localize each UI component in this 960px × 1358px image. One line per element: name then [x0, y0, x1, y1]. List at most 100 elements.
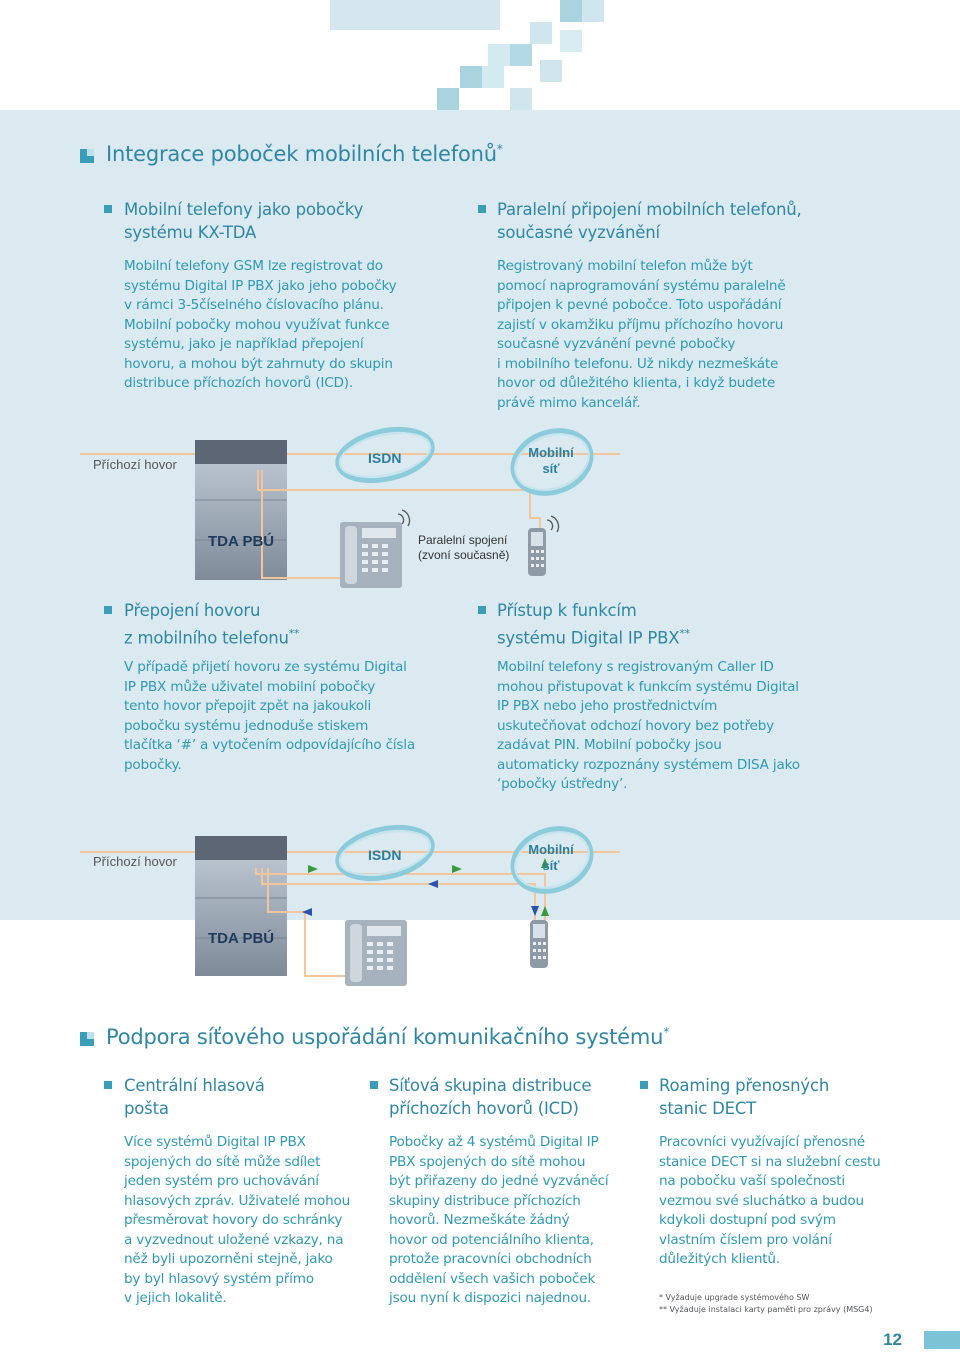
- subheading-parallel: Paralelní připojení mobilních telefonů, …: [497, 198, 802, 244]
- text-line: hovoru, a mohou být zahrnuty do skupin: [124, 355, 393, 372]
- desk-phone-icon: [345, 920, 407, 986]
- text-line: skupiny distribuce příchozích: [389, 1192, 581, 1209]
- text-line: hlasových zpráv. Uživatelé mohou: [124, 1192, 351, 1209]
- diagram-transfer: Příchozí hovor ISDN Mobilní síť TDA PBÚ: [0, 808, 960, 988]
- subheading-voicemail: Centrální hlasová pošta: [124, 1074, 265, 1120]
- text-line: v jejich lokalitě.: [124, 1290, 227, 1306]
- label-incoming-call: Příchozí hovor: [93, 854, 177, 869]
- subheading-bullet: [104, 606, 112, 614]
- text-line: vezmou své sluchátko a budou: [659, 1192, 864, 1209]
- subheading-bullet: [478, 205, 486, 213]
- subheading-icd: Síťová skupina distribuce příchozích hov…: [389, 1074, 592, 1120]
- text-line: pomocí naprogramování systému paralelně: [497, 277, 786, 294]
- subheading-line: současné vyzvánění: [497, 223, 660, 242]
- decorative-squares: [0, 0, 960, 110]
- section-heading-text: Podpora síťového uspořádání komunikačníh…: [106, 1025, 664, 1049]
- text-line: V případě přijetí hovoru ze systému Digi…: [124, 659, 407, 675]
- mobile-network-ring-icon: [510, 428, 594, 496]
- paragraph-voicemail: Více systémů Digital IP PBX spojených do…: [124, 1133, 350, 1309]
- text-line: pobočky.: [124, 756, 182, 773]
- text-line: ‘pobočky ústředny’.: [497, 776, 628, 792]
- subheading-dect: Roaming přenosných stanic DECT: [659, 1074, 829, 1120]
- subheading-line: pošta: [124, 1099, 169, 1118]
- text-line: distribuce příchozích hovorů (ICD).: [124, 375, 354, 391]
- footnote: ** Vyžaduje instalaci karty paměti pro z…: [659, 1305, 873, 1314]
- footnotes: * Vyžaduje upgrade systémového SW ** Vyž…: [659, 1292, 873, 1316]
- subheading-mobile-extensions: Mobilní telefony jako pobočky systému KX…: [124, 198, 363, 244]
- text-line: kdykoli dostupní pod svým: [659, 1212, 836, 1228]
- label-incoming-call: Příchozí hovor: [93, 457, 177, 472]
- text-line: PBX spojených do sítě mohou: [389, 1153, 586, 1170]
- text-line: protože pracovníci obchodních: [389, 1251, 592, 1267]
- text-line: na pobočku vaší společnosti: [659, 1173, 845, 1189]
- diagram-svg: Příchozí hovor ISDN Mobilní síť TDA PBÚ: [80, 824, 620, 986]
- mobile-network-ring-icon: [510, 826, 594, 894]
- text-line: důležitých klientů.: [659, 1251, 780, 1267]
- label-mobile-network: síť: [542, 858, 560, 873]
- text-line: v rámci 3-5číselného číslovacího plánu.: [124, 297, 384, 313]
- text-line: by byl hlasový systém přímo: [124, 1270, 314, 1287]
- text-line: hovorů. Nezmeškáte žádný: [389, 1212, 570, 1228]
- text-line: připojen k pevné pobočce. Toto uspořádán…: [497, 297, 782, 313]
- mobile-phone-icon: [528, 528, 546, 576]
- subheading-line: z mobilního telefonu**: [124, 622, 300, 650]
- paragraph-dect: Pracovníci využívající přenosné stanice …: [659, 1133, 881, 1270]
- page-number: 12: [883, 1330, 902, 1349]
- subheading-line: systému Digital IP PBX**: [497, 622, 690, 650]
- label-mobile-network: Mobilní: [528, 445, 574, 460]
- subheading-line: stanic DECT: [659, 1099, 757, 1118]
- subheading-mark: **: [288, 627, 300, 640]
- text-line: tlačítka ‘#’ a vytočením odpovídajícího …: [124, 737, 416, 753]
- background-band: [0, 110, 960, 920]
- subheading-line: Síťová skupina distribuce: [389, 1076, 592, 1095]
- section-heading-mobile: Integrace poboček mobilních telefonů*: [106, 142, 503, 166]
- text-line: tento hovor přepojit zpět na jakoukoli: [124, 698, 372, 714]
- text-line: přesměrovat hovory do schránky: [124, 1212, 343, 1228]
- mobile-phone-icon: [530, 920, 548, 968]
- text-line: Registrovaný mobilní telefon může být: [497, 258, 753, 274]
- label-pbx: TDA PBÚ: [208, 929, 274, 947]
- text-line: pobočku systému jednoduše stiskem: [124, 717, 369, 734]
- text-line: i mobilního telefonu. Už nikdy nezmeškát…: [497, 355, 779, 372]
- text-line: vlastním číslem pro volání: [659, 1231, 832, 1248]
- text-line: Mobilní pobočky mohou využívat funkce: [124, 316, 390, 333]
- subheading-line: Mobilní telefony jako pobočky: [124, 200, 364, 219]
- text-line: IP PBX nebo jeho prostřednictvím: [497, 698, 718, 714]
- text-line: Pracovníci využívající přenosné: [659, 1134, 865, 1150]
- page-number-bar: [924, 1331, 960, 1349]
- text-line: IP PBX může uživatel mobilní pobočky: [124, 678, 376, 695]
- signal-waves-icon: [546, 515, 560, 533]
- label-parallel: (zvoní současně): [418, 548, 509, 562]
- subheading-bullet: [478, 606, 486, 614]
- paragraph-icd: Pobočky až 4 systémů Digital IP PBX spoj…: [389, 1133, 609, 1309]
- heading-bullet: [80, 1032, 94, 1046]
- text-line: jsou nyní k dispozici najednou.: [389, 1290, 591, 1306]
- label-isdn: ISDN: [368, 847, 401, 863]
- text-line: hovor od důležitého klienta, i když bude…: [497, 375, 776, 391]
- text-line: Mobilní telefony s registrovaným Caller …: [497, 659, 774, 675]
- section-heading-mark: *: [663, 1025, 670, 1039]
- subheading-text: systému Digital IP PBX: [497, 628, 680, 648]
- subheading-bullet: [104, 1081, 112, 1089]
- subheading-line: systému KX-TDA: [124, 223, 257, 242]
- text-line: něž byli upozorněni stejně, jako: [124, 1251, 333, 1267]
- diagram-svg: Příchozí hovor ISDN Mobilní síť TDA PBÚ …: [80, 426, 620, 588]
- text-line: systému Digital IP PBX jako jeho pobočky: [124, 277, 397, 294]
- text-line: Pobočky až 4 systémů Digital IP: [389, 1134, 599, 1150]
- text-line: oddělení všech vašich poboček: [389, 1270, 596, 1287]
- text-line: být přiřazeny do jedné vyzváněcí: [389, 1173, 609, 1189]
- label-mobile-network: síť: [542, 461, 560, 476]
- isdn-ring-icon: [335, 824, 435, 882]
- subheading-line: příchozích hovorů (ICD): [389, 1099, 579, 1118]
- signal-waves-icon: [397, 509, 411, 527]
- subheading-line: Centrální hlasová: [124, 1076, 265, 1095]
- paragraph-mobile-extensions: Mobilní telefony GSM lze registrovat do …: [124, 257, 397, 394]
- text-line: hovor od potenciálního klienta,: [389, 1231, 594, 1248]
- isdn-ring-icon: [335, 426, 435, 484]
- pbx-unit-icon: [195, 836, 287, 976]
- label-pbx: TDA PBÚ: [208, 532, 274, 550]
- text-line: spojených do sítě může sdílet: [124, 1153, 321, 1170]
- arrow-icon: [302, 858, 549, 916]
- text-line: uskutečňovat odchozí hovory bez potřeby: [497, 717, 774, 734]
- label-isdn: ISDN: [368, 450, 401, 466]
